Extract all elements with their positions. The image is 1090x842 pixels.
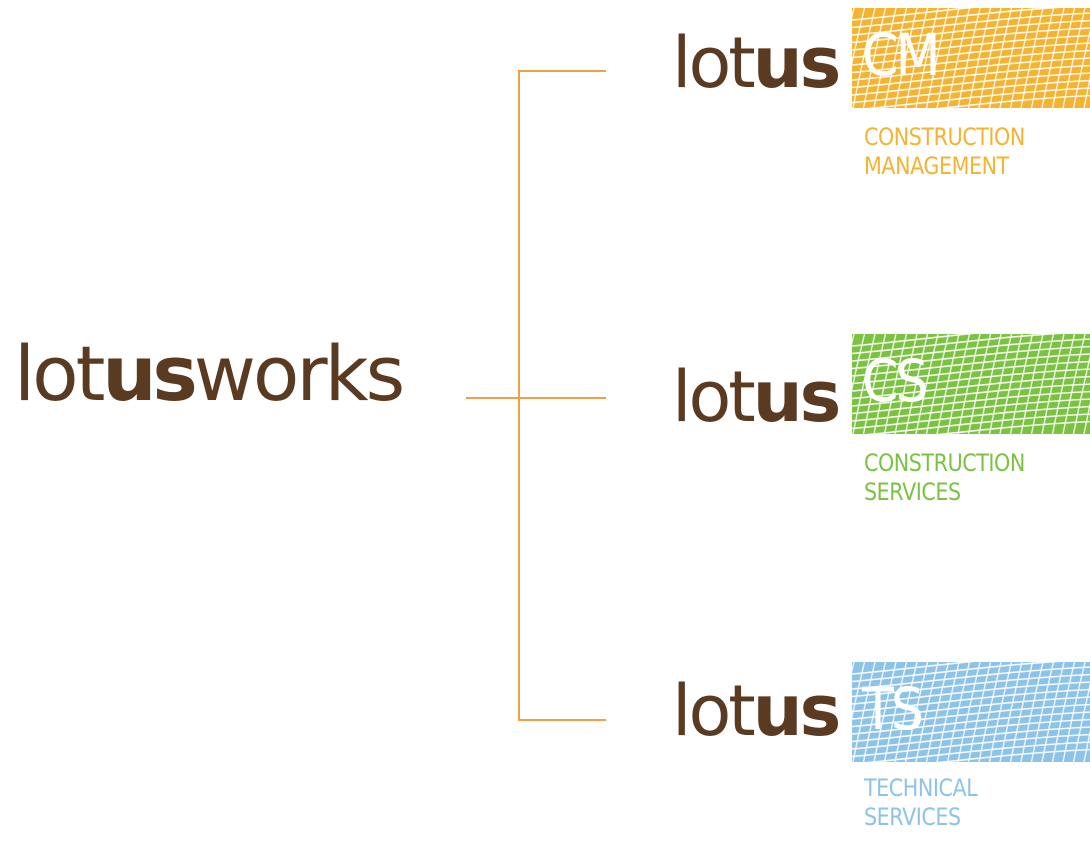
division-cs-badge: CS <box>852 334 1090 434</box>
division-cs-caption-line2: SERVICES <box>864 478 1025 507</box>
division-ts: lotus TS TECHNICAL SERVICES <box>672 662 1090 842</box>
division-cm-caption-line1: CONSTRUCTION <box>864 123 1025 152</box>
division-cs-bold: us <box>753 356 839 438</box>
connector-vertical <box>518 70 520 721</box>
division-ts-abbr: TS <box>862 680 921 738</box>
division-cs-abbr: CS <box>862 352 926 410</box>
division-ts-caption: TECHNICAL SERVICES <box>864 774 996 832</box>
parent-prefix: lot <box>14 329 102 418</box>
division-ts-caption-line1: TECHNICAL <box>864 774 977 803</box>
division-cm-wordmark: lotus <box>672 28 838 98</box>
division-cm-badge: CM <box>852 8 1090 108</box>
division-cs-prefix: lot <box>672 356 753 438</box>
division-ts-prefix: lot <box>672 670 753 752</box>
division-cm-prefix: lot <box>672 22 753 104</box>
division-cm-caption: CONSTRUCTION MANAGEMENT <box>864 123 1051 181</box>
division-cm: lotus CM CONSTRUCTION MANAGEMENT <box>672 8 1090 188</box>
division-cm-abbr: CM <box>862 26 937 84</box>
lotusworks-logo: lotusworks <box>14 336 402 412</box>
division-cm-bold: us <box>753 22 839 104</box>
division-cm-caption-line2: MANAGEMENT <box>864 152 1025 181</box>
connector-top <box>518 70 606 72</box>
division-cs-caption: CONSTRUCTION SERVICES <box>864 449 1051 507</box>
division-ts-badge: TS <box>852 662 1090 762</box>
division-cs-caption-line1: CONSTRUCTION <box>864 449 1025 478</box>
division-ts-bold: us <box>753 670 839 752</box>
division-cs-wordmark: lotus <box>672 362 838 432</box>
parent-bold: us <box>102 329 193 418</box>
parent-suffix: works <box>194 329 403 418</box>
division-ts-caption-line2: SERVICES <box>864 803 977 832</box>
connector-bottom <box>518 719 606 721</box>
connector-parent <box>466 397 606 399</box>
division-cs: lotus CS CONSTRUCTION SERVICES <box>672 334 1090 514</box>
division-ts-wordmark: lotus <box>672 676 838 746</box>
